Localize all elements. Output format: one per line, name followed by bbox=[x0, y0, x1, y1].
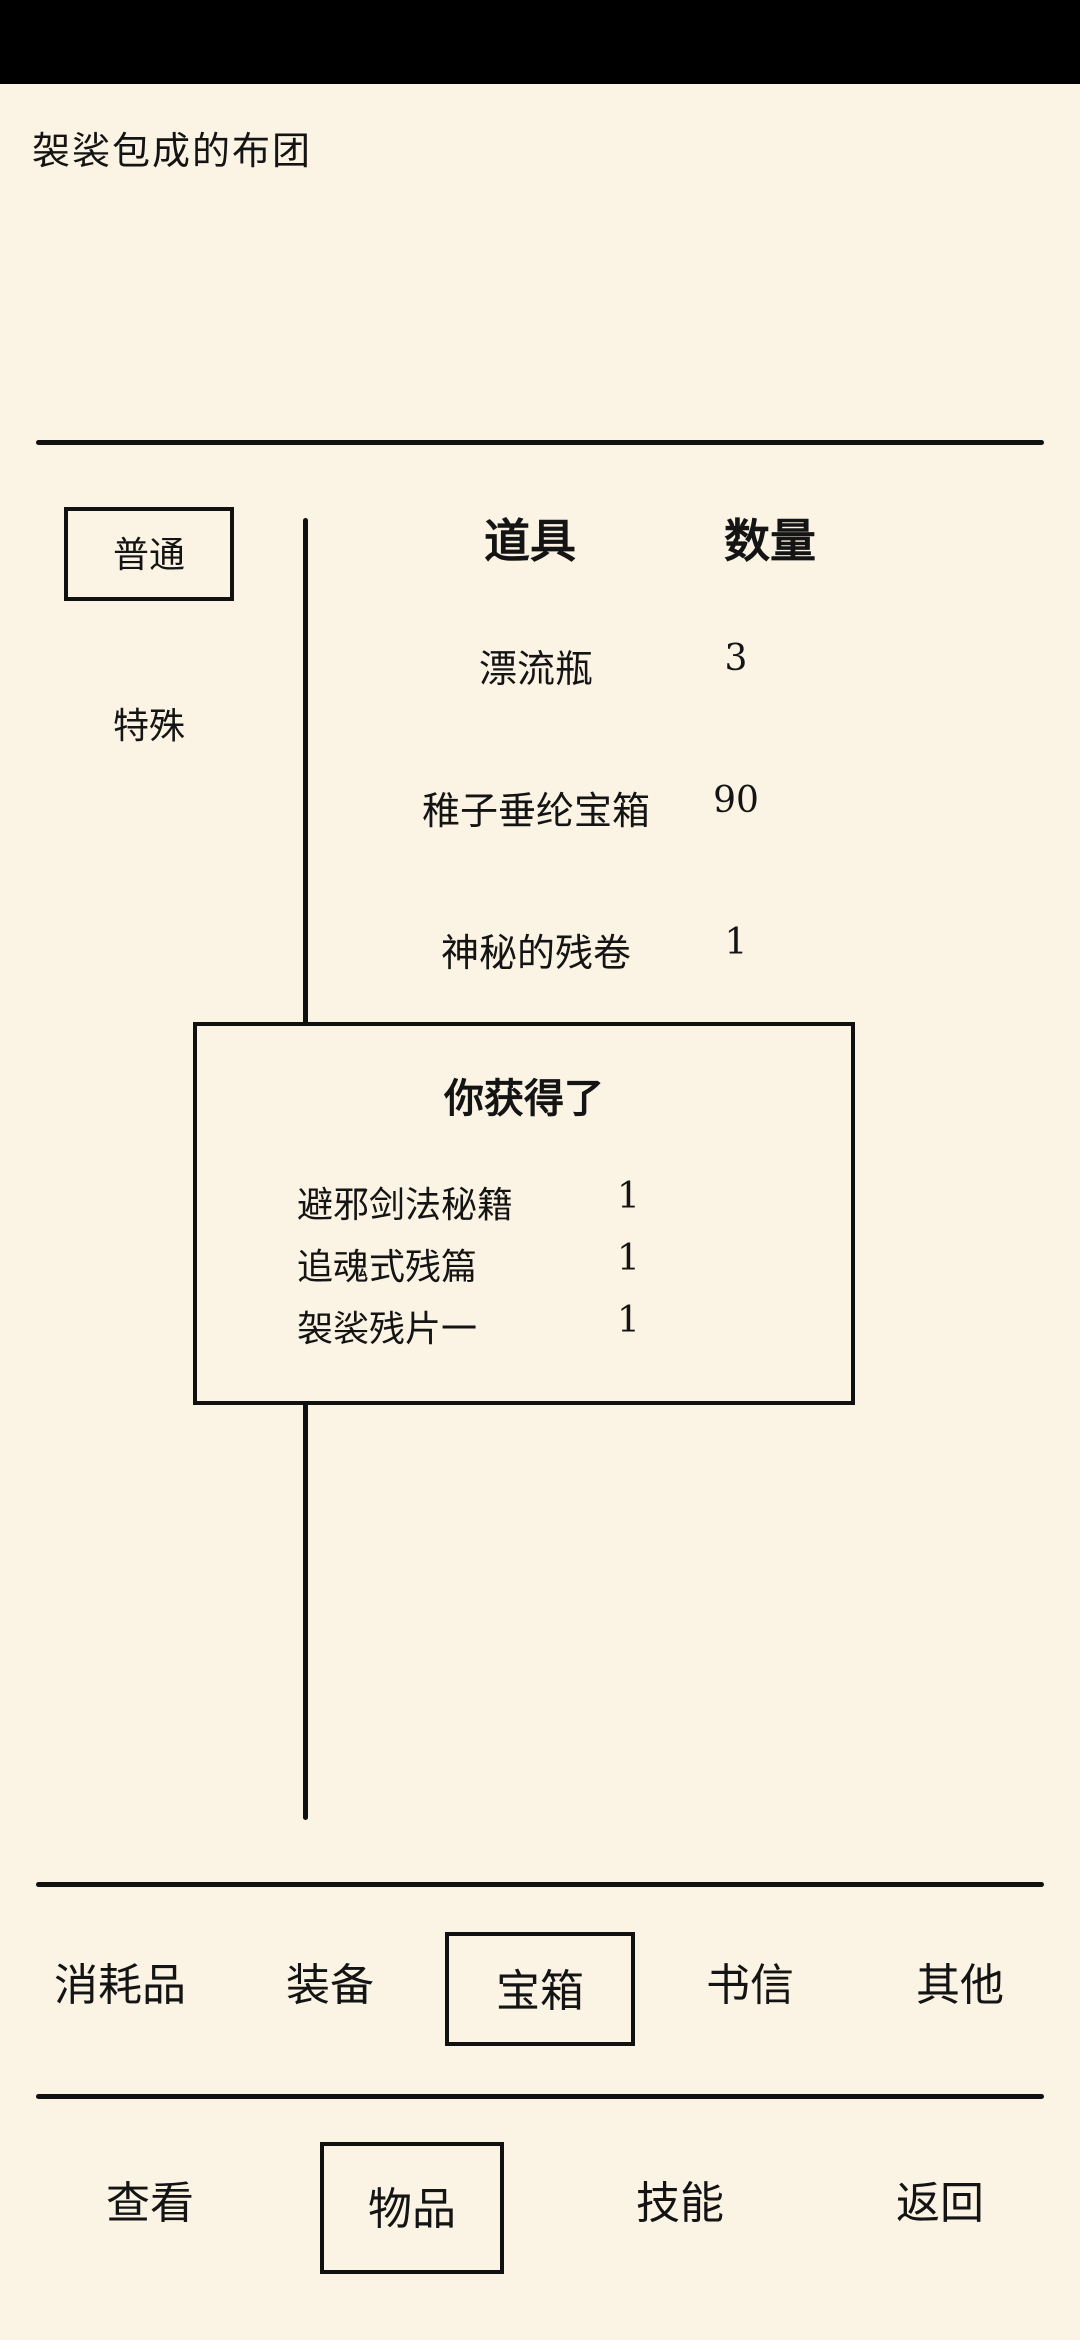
item-qty: 90 bbox=[713, 780, 759, 821]
popup-item-qty: 1 bbox=[617, 1300, 640, 1341]
tab-letters[interactable]: 书信 bbox=[706, 1960, 794, 2011]
side-tab-normal[interactable]: 普通 bbox=[64, 507, 234, 601]
tab-chests[interactable]: 宝箱 bbox=[445, 1932, 635, 2046]
item-description: 袈裟包成的布团 bbox=[32, 129, 313, 173]
item-name: 漂流瓶 bbox=[478, 647, 593, 691]
popup-item: 袈裟残片一 1 bbox=[297, 1300, 640, 1352]
nav-skills[interactable]: 技能 bbox=[636, 2178, 724, 2229]
table-row[interactable]: 神秘的残卷 1 bbox=[356, 922, 1056, 982]
popup-item-name: 追魂式残篇 bbox=[297, 1247, 478, 1288]
item-qty: 3 bbox=[724, 638, 748, 679]
tab-other[interactable]: 其他 bbox=[916, 1960, 1004, 2011]
side-tab-special[interactable]: 特殊 bbox=[112, 706, 185, 747]
item-qty: 1 bbox=[724, 922, 748, 963]
reward-popup[interactable]: 你获得了 避邪剑法秘籍 1 追魂式残篇 1 袈裟残片一 1 bbox=[193, 1022, 855, 1405]
nav-back[interactable]: 返回 bbox=[896, 2178, 984, 2229]
top-divider bbox=[36, 440, 1044, 445]
tab-consumables[interactable]: 消耗品 bbox=[54, 1960, 186, 2011]
column-header-item: 道具 bbox=[484, 514, 576, 568]
item-name: 稚子垂纶宝箱 bbox=[421, 789, 650, 833]
popup-title: 你获得了 bbox=[444, 1075, 604, 1122]
item-name: 神秘的残卷 bbox=[440, 931, 631, 975]
tabs-top-divider bbox=[36, 1882, 1044, 1887]
popup-item-name: 避邪剑法秘籍 bbox=[297, 1185, 514, 1226]
table-row[interactable]: 稚子垂纶宝箱 90 bbox=[356, 780, 1056, 840]
column-header-qty: 数量 bbox=[724, 514, 816, 568]
nav-items[interactable]: 物品 bbox=[320, 2142, 504, 2274]
nav-top-divider bbox=[36, 2094, 1044, 2099]
popup-item-qty: 1 bbox=[617, 1176, 640, 1217]
popup-item: 追魂式残篇 1 bbox=[297, 1238, 640, 1290]
status-bar bbox=[0, 0, 1080, 84]
nav-view[interactable]: 查看 bbox=[106, 2178, 194, 2229]
table-row[interactable]: 漂流瓶 3 bbox=[356, 638, 1056, 698]
popup-item-qty: 1 bbox=[617, 1238, 640, 1279]
tab-equipment[interactable]: 装备 bbox=[286, 1960, 374, 2011]
popup-item-name: 袈裟残片一 bbox=[297, 1309, 478, 1350]
popup-item: 避邪剑法秘籍 1 bbox=[297, 1176, 640, 1228]
